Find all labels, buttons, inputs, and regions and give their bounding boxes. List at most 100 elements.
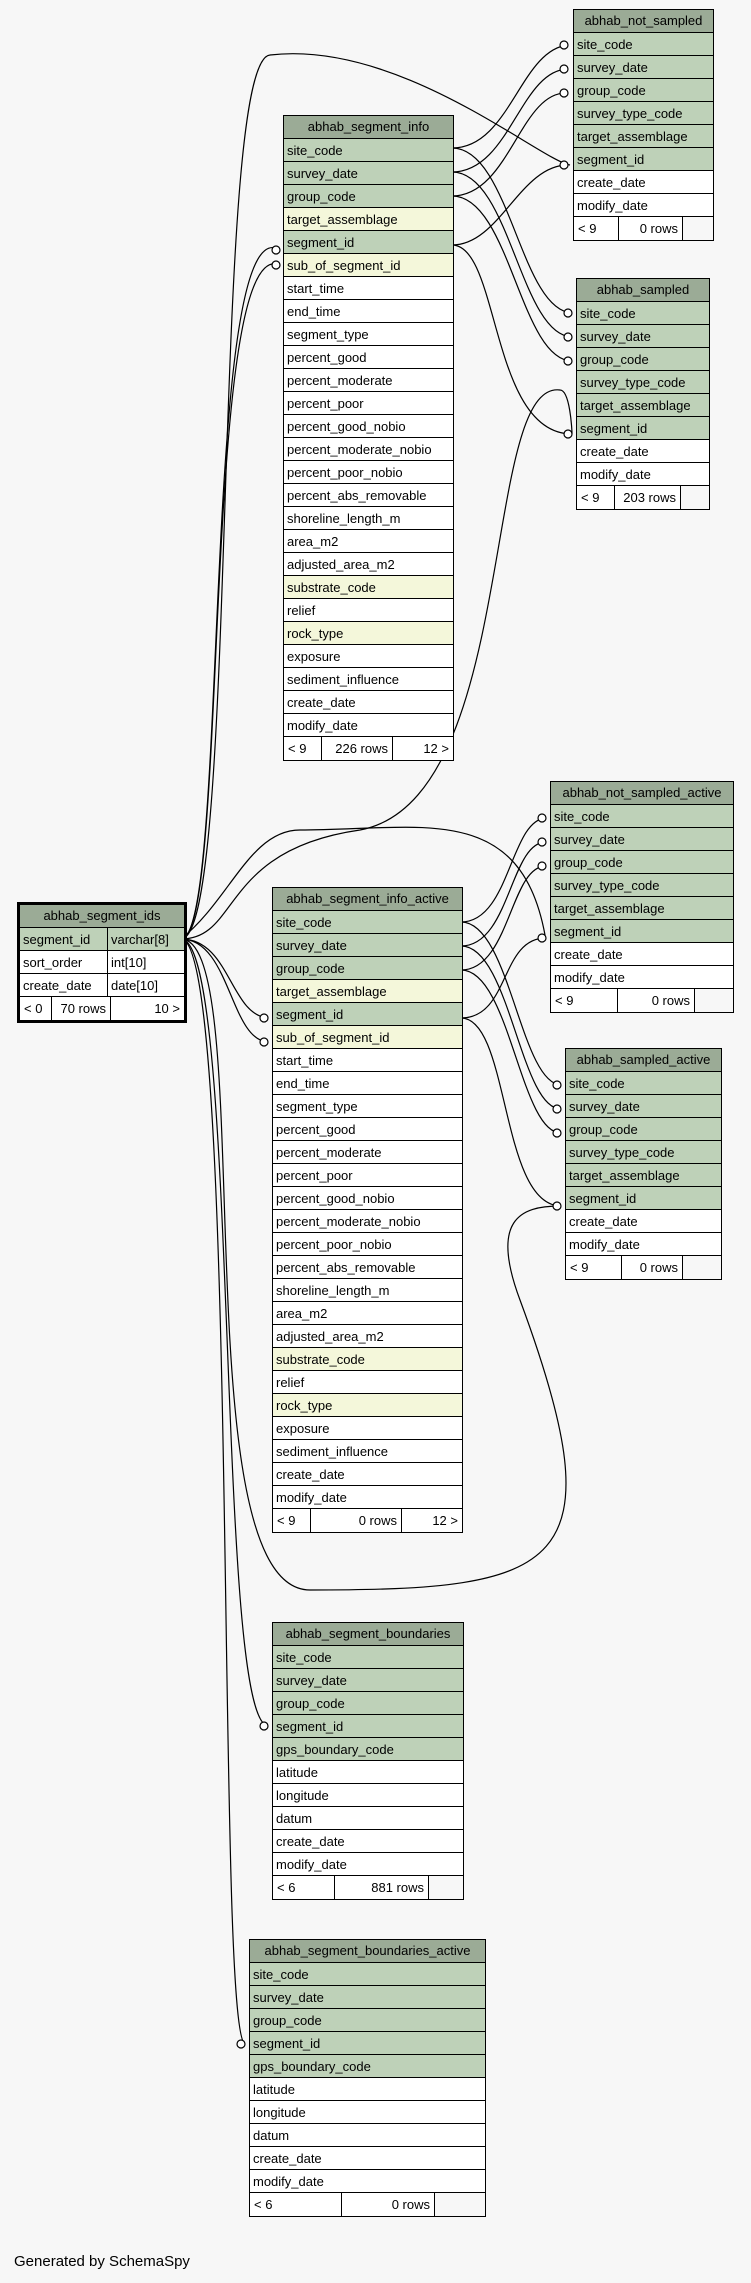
- table-title: abhab_segment_info_active: [273, 888, 462, 911]
- column-sediment-influence: sediment_influence: [273, 1440, 462, 1463]
- column-group-code: group_code: [551, 851, 733, 874]
- column-end-time: end_time: [284, 300, 453, 323]
- column-percent-abs-removable: percent_abs_removable: [273, 1256, 462, 1279]
- children-count: [683, 1256, 721, 1279]
- column-group-code: group_code: [284, 185, 453, 208]
- column-group-code: group_code: [574, 79, 713, 102]
- relationship-line: [460, 841, 547, 947]
- column-site-code: site_code: [284, 139, 453, 162]
- column-relief: relief: [273, 1371, 462, 1394]
- relationship-line: [451, 44, 569, 149]
- relationship-line: [180, 826, 546, 940]
- column-survey-date: survey_date: [284, 162, 453, 185]
- column-shoreline-length-m: shoreline_length_m: [273, 1279, 462, 1302]
- column-survey-date: survey_date: [273, 1669, 463, 1692]
- column-area-m2: area_m2: [273, 1302, 462, 1325]
- relationship-end-marker: [537, 933, 547, 943]
- relationship-end-marker: [552, 1104, 562, 1114]
- relationship-line: [180, 938, 269, 1727]
- generated-by-label: Generated by SchemaSpy: [14, 2253, 190, 2270]
- column-target-assemblage: target_assemblage: [577, 394, 709, 417]
- column-segment-id: segment_id: [566, 1187, 721, 1210]
- column-survey-date: survey_date: [250, 1986, 485, 2009]
- column-longitude: longitude: [250, 2101, 485, 2124]
- column-create-date: create_date: [273, 1830, 463, 1853]
- children-count: [435, 2193, 485, 2216]
- column-create-date: create_date: [577, 440, 709, 463]
- column-modify-date: modify_date: [273, 1853, 463, 1876]
- column-segment-id: segment_id: [273, 1003, 462, 1026]
- parents-count: < 6: [250, 2193, 342, 2216]
- relationship-end-marker: [552, 1128, 562, 1138]
- column-percent-moderate: percent_moderate: [284, 369, 453, 392]
- column-survey-date: survey_date: [574, 56, 713, 79]
- column-gps-boundary-code: gps_boundary_code: [273, 1738, 463, 1761]
- column-create-date: create_date: [574, 171, 713, 194]
- parents-count: < 9: [551, 989, 618, 1012]
- column-percent-good-nobio: percent_good_nobio: [284, 415, 453, 438]
- parents-count: < 9: [577, 486, 615, 509]
- children-count: [681, 486, 709, 509]
- column-adjusted-area-m2: adjusted_area_m2: [284, 553, 453, 576]
- children-count: [429, 1876, 463, 1899]
- column-survey-type-code: survey_type_code: [577, 371, 709, 394]
- table-title: abhab_segment_boundaries: [273, 1623, 463, 1646]
- relationship-line: [451, 164, 569, 246]
- column-site-code: site_code: [551, 805, 733, 828]
- relationship-line: [180, 263, 281, 940]
- relationship-end-marker: [559, 160, 569, 170]
- parents-count: < 9: [566, 1256, 622, 1279]
- column-percent-poor-nobio: percent_poor_nobio: [273, 1233, 462, 1256]
- relationship-line: [180, 938, 269, 1019]
- relationship-line: [460, 817, 547, 923]
- column-segment-type: segment_type: [273, 1095, 462, 1118]
- column-modify-date: modify_date: [551, 966, 733, 989]
- column-survey-type-code: survey_type_code: [551, 874, 733, 897]
- table-title: abhab_sampled_active: [566, 1049, 721, 1072]
- column-create-date: create_date: [273, 1463, 462, 1486]
- parents-count: < 6: [273, 1876, 335, 1899]
- column-modify-date: modify_date: [284, 714, 453, 737]
- column-sub-of-segment-id: sub_of_segment_id: [284, 254, 453, 277]
- column-percent-moderate: percent_moderate: [273, 1141, 462, 1164]
- relationship-line: [180, 938, 567, 1591]
- row-count: 0 rows: [618, 989, 695, 1012]
- column-adjusted-area-m2: adjusted_area_m2: [273, 1325, 462, 1348]
- relationship-line: [460, 969, 562, 1134]
- table-footer: < 0 70 rows 10 >: [20, 997, 184, 1020]
- column-group-code: group_code: [273, 957, 462, 980]
- children-count: [683, 217, 713, 240]
- row-count: 0 rows: [342, 2193, 435, 2216]
- children-count: [695, 989, 733, 1012]
- column-survey-date: survey_date: [551, 828, 733, 851]
- table-title: abhab_segment_boundaries_active: [250, 1940, 485, 1963]
- column-gps-boundary-code: gps_boundary_code: [250, 2055, 485, 2078]
- relationship-line: [180, 53, 571, 940]
- column-survey-date: survey_date: [566, 1095, 721, 1118]
- row-count: 0 rows: [311, 1509, 402, 1532]
- row-count: 226 rows: [322, 737, 393, 760]
- column-target-assemblage: target_assemblage: [574, 125, 713, 148]
- table-title: abhab_segment_ids: [20, 905, 184, 928]
- column-survey-type-code: survey_type_code: [566, 1141, 721, 1164]
- row-count: 881 rows: [335, 1876, 429, 1899]
- column-percent-poor-nobio: percent_poor_nobio: [284, 461, 453, 484]
- column-target-assemblage: target_assemblage: [273, 980, 462, 1003]
- column-group-code: group_code: [250, 2009, 485, 2032]
- row-count: 203 rows: [615, 486, 681, 509]
- column-modify-date: modify_date: [273, 1486, 462, 1509]
- parents-count: < 9: [284, 737, 322, 760]
- column-create-date: create_date: [566, 1210, 721, 1233]
- column-percent-poor: percent_poor: [284, 392, 453, 415]
